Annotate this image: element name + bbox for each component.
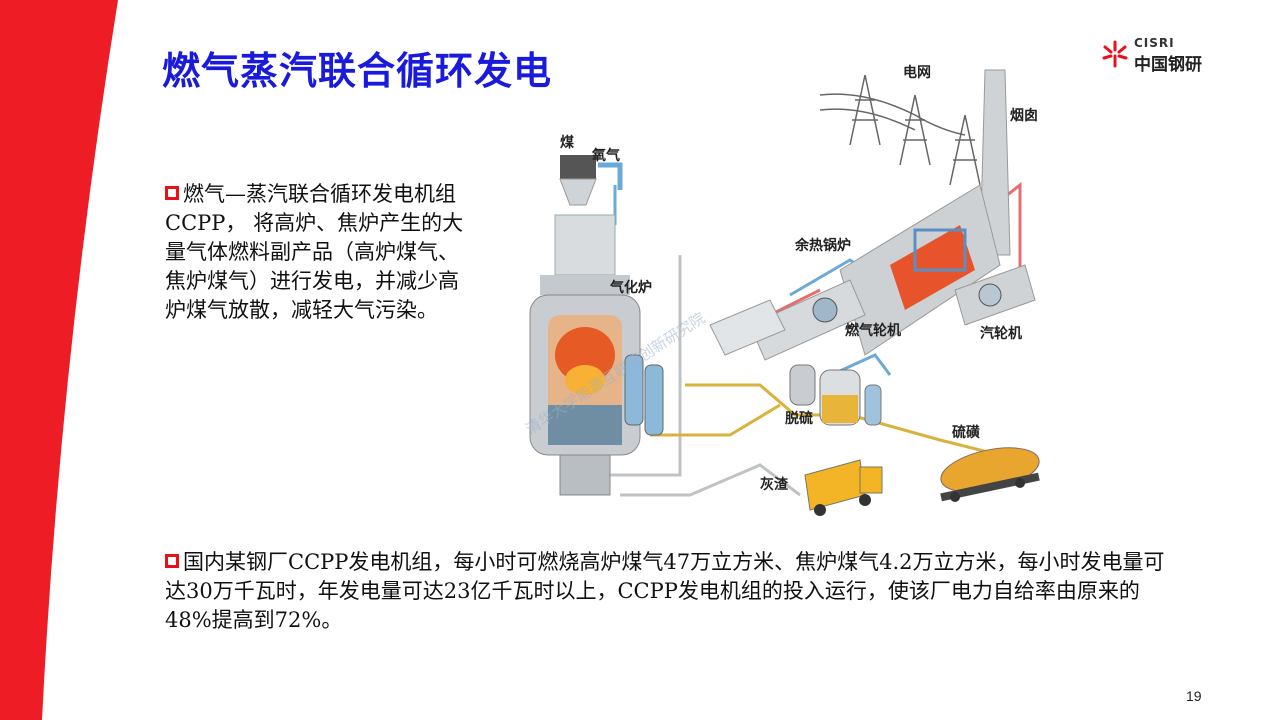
desulfurization-tanks — [789, 364, 882, 426]
power-grid-towers — [819, 74, 981, 186]
air-intake — [709, 299, 786, 356]
label-sulfur: 硫磺 — [952, 424, 980, 441]
coal-bin — [560, 155, 596, 179]
cisri-logo: CISRI 中国钢研 — [1100, 36, 1220, 75]
steam-turbine — [954, 264, 1036, 326]
gasifier-vessel — [529, 214, 641, 496]
label-chimney: 烟囱 — [1010, 107, 1038, 124]
paragraph-ccpp-intro: 燃气—蒸汽联合循环发电机组CCPP， 将高炉、焦炉产生的大量气体燃料副产品（高炉… — [165, 180, 465, 325]
label-waste-heat-boiler: 余热锅炉 — [794, 237, 851, 254]
logo-text-cn: 中国钢研 — [1134, 55, 1202, 75]
bullet-square-icon — [165, 186, 179, 200]
waste-heat-boiler — [839, 184, 1001, 356]
ash-dump-truck — [804, 459, 883, 516]
paragraph1-text: 燃气—蒸汽联合循环发电机组CCPP， 将高炉、焦炉产生的大量气体燃料副产品（高炉… — [165, 182, 464, 322]
scrubber-column-1 — [624, 354, 644, 426]
label-gas-turbine: 燃气轮机 — [845, 322, 901, 339]
label-grid: 电网 — [903, 64, 931, 81]
ccpp-process-diagram: 煤 氧气 电网 烟囱 余热锅炉 气化炉 燃气轮机 汽轮机 脱硫 硫磺 灰渣 清华… — [522, 64, 1040, 516]
label-desulfurization: 脱硫 — [785, 410, 813, 427]
paragraph-ccpp-example: 国内某钢厂CCPP发电机组，每小时可燃烧高炉煤气47万立方米、焦炉煤气4.2万立… — [165, 548, 1185, 635]
label-steam-turbine: 汽轮机 — [980, 325, 1022, 342]
red-side-band — [0, 0, 118, 720]
scrubber-column-2 — [644, 364, 664, 436]
page-title: 燃气蒸汽联合循环发电 — [162, 49, 553, 93]
label-coal: 煤 — [560, 134, 575, 151]
bullet-square-icon — [165, 554, 179, 568]
page-number: 19 — [1186, 688, 1202, 704]
logo-text-en: CISRI — [1134, 36, 1175, 50]
paragraph2-text: 国内某钢厂CCPP发电机组，每小时可燃烧高炉煤气47万立方米、焦炉煤气4.2万立… — [165, 550, 1165, 632]
gas-turbine — [749, 279, 866, 361]
logo-star-icon — [1102, 40, 1128, 68]
label-ash: 灰渣 — [760, 476, 789, 493]
sulfur-rail-tanker — [940, 447, 1040, 502]
label-oxygen: 氧气 — [591, 147, 620, 164]
label-gasifier: 气化炉 — [609, 279, 652, 296]
